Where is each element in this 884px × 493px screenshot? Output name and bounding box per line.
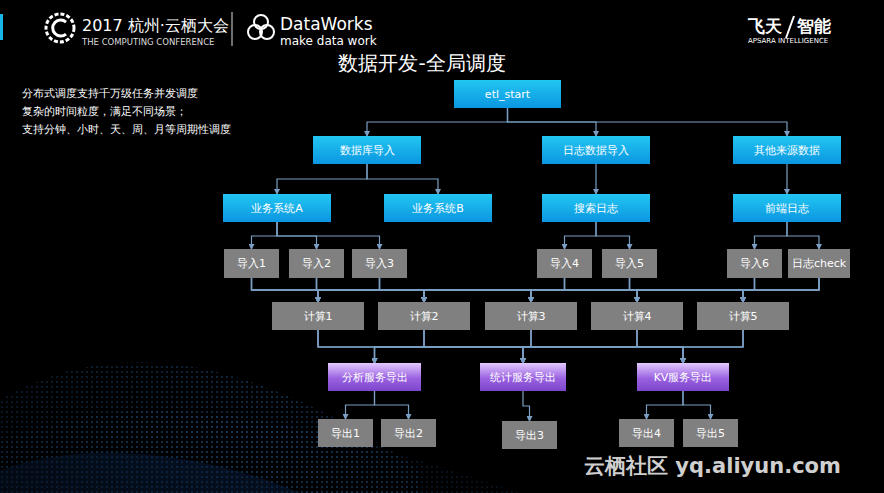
product-name: DataWorks <box>280 14 373 34</box>
connector <box>595 164 596 194</box>
task-box: 导入4 <box>537 249 592 278</box>
connector <box>367 164 438 194</box>
node-label: 导出3 <box>515 428 544 443</box>
connector <box>375 391 409 419</box>
system-box: 搜索日志 <box>542 194 650 222</box>
source-box: 日志数据导入 <box>542 136 650 164</box>
watermark: 云栖社区 yq.aliyun.com <box>584 452 841 480</box>
node-label: 计算2 <box>410 309 439 324</box>
connector <box>755 222 788 249</box>
task-box: 日志check <box>788 249 850 278</box>
export-box: 分析服务导出 <box>328 363 421 391</box>
connector <box>277 164 367 194</box>
export-box: 统计服务导出 <box>480 363 566 391</box>
node-label: 导出5 <box>696 426 725 441</box>
brand-name: 智能 <box>797 15 831 38</box>
task-box: 计算3 <box>485 302 577 330</box>
connector <box>523 330 743 363</box>
connector <box>424 278 819 302</box>
product-slogan: make data work <box>280 34 377 48</box>
brand-subtitle: APSARA INTELLIGENCE <box>748 37 828 45</box>
connector <box>637 278 819 302</box>
node-label: 导出1 <box>331 426 360 441</box>
brand-name: 飞天 <box>748 15 782 38</box>
source-box: 其他来源数据 <box>733 136 841 164</box>
node-label: 导入4 <box>550 256 579 271</box>
connector <box>367 108 508 136</box>
task-box: 计算4 <box>591 302 683 330</box>
connector <box>647 391 684 419</box>
node-label: 计算3 <box>517 309 546 324</box>
system-box: 业务系统A <box>223 194 331 222</box>
dataworks-logo <box>248 15 274 39</box>
task-box: 导出5 <box>683 419 738 447</box>
connector <box>531 278 819 302</box>
node-label: 分析服务导出 <box>342 370 408 385</box>
node-label: 导出4 <box>632 426 661 441</box>
task-box: 计算1 <box>272 302 364 330</box>
node-label: 导入2 <box>302 256 331 271</box>
conference-name: 2017 杭州·云栖大会 <box>82 16 229 37</box>
conference-subtitle: THE COMPUTING CONFERENCE <box>82 37 215 47</box>
accent-bar <box>0 14 3 40</box>
task-box: 导出2 <box>381 419 436 447</box>
node-label: 搜索日志 <box>574 201 618 216</box>
task-box: 导出3 <box>502 421 557 449</box>
connector <box>318 278 819 302</box>
task-box: 导入6 <box>727 249 782 278</box>
node-label: 计算5 <box>729 309 758 324</box>
connector <box>277 222 380 249</box>
node-label: 日志数据导入 <box>563 143 629 158</box>
connector <box>375 330 744 363</box>
node-label: 导出2 <box>394 426 423 441</box>
connector <box>787 222 819 249</box>
node-label: 导入6 <box>740 256 769 271</box>
system-box: 业务系统B <box>384 194 492 222</box>
slash-mark <box>786 16 794 38</box>
connector <box>683 391 711 419</box>
node-label: 导入1 <box>237 256 266 271</box>
node-label: 统计服务导出 <box>490 370 556 385</box>
connector <box>743 278 819 302</box>
node-label: 计算1 <box>304 309 333 324</box>
task-box: 导入3 <box>352 249 407 278</box>
connector <box>523 391 530 421</box>
connector <box>683 330 743 363</box>
task-box: 计算2 <box>378 302 470 330</box>
export-box: KV服务导出 <box>637 363 729 391</box>
connector <box>252 222 278 249</box>
task-box: 导出1 <box>318 419 373 447</box>
node-label: 日志check <box>792 256 846 271</box>
node-label: etl_start <box>485 88 530 101</box>
connector <box>786 164 787 194</box>
source-box: 数据库导入 <box>313 136 421 164</box>
connector <box>565 222 597 249</box>
conference-logo <box>46 14 74 42</box>
node-label: 业务系统A <box>251 201 303 216</box>
node-label: 数据库导入 <box>340 143 395 158</box>
node-label: KV服务导出 <box>654 370 713 385</box>
node-label: 导入5 <box>615 256 644 271</box>
task-box: 导出4 <box>619 419 674 447</box>
connector <box>596 222 630 249</box>
connector <box>346 391 375 419</box>
dot-wave <box>0 362 520 493</box>
connector <box>508 108 788 136</box>
note-text: 支持分钟、小时、天、周、月等周期性调度 <box>22 122 231 137</box>
task-box: 导入5 <box>602 249 657 278</box>
node-label: 计算4 <box>623 309 652 324</box>
node-label: 其他来源数据 <box>754 143 820 158</box>
diagram-title: 数据开发-全局调度 <box>338 50 505 77</box>
note-text: 复杂的时间粒度，满足不同场景； <box>22 104 187 119</box>
system-box: 前端日志 <box>733 194 841 222</box>
separator <box>232 12 233 46</box>
node-label: 业务系统B <box>412 201 464 216</box>
task-box: 导入2 <box>289 249 344 278</box>
node-label: 导入3 <box>365 256 394 271</box>
node-label: 前端日志 <box>765 201 809 216</box>
task-box: 导入1 <box>224 249 279 278</box>
start-box: etl_start <box>454 80 561 108</box>
note-text: 分布式调度支持千万级任务并发调度 <box>22 86 198 101</box>
task-box: 计算5 <box>697 302 789 330</box>
